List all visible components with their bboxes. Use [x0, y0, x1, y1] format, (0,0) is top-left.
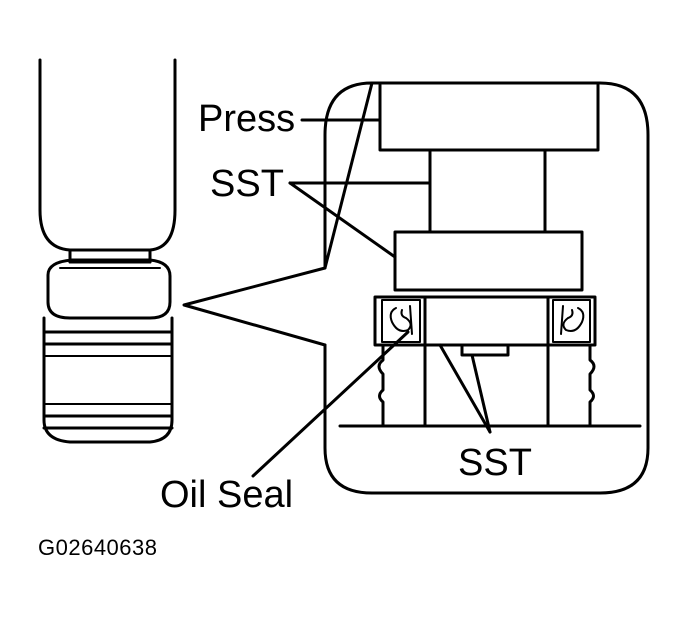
callout-pointer	[182, 266, 327, 347]
sst-upper-tool	[288, 148, 584, 292]
oil-seal-leader	[251, 330, 410, 478]
press-ram	[300, 83, 600, 152]
sst-lower-tool	[338, 343, 642, 434]
oil-seal-label: Oil Seal	[160, 474, 294, 516]
figure-code: G02640638	[38, 535, 158, 560]
detail-frame	[323, 81, 650, 495]
press-label: Press	[198, 98, 296, 140]
oil-seal-row	[373, 295, 597, 347]
sst-lower-label: SST	[458, 442, 532, 484]
sst-upper-label: SST	[210, 163, 284, 205]
shaft-assembly	[38, 58, 177, 444]
